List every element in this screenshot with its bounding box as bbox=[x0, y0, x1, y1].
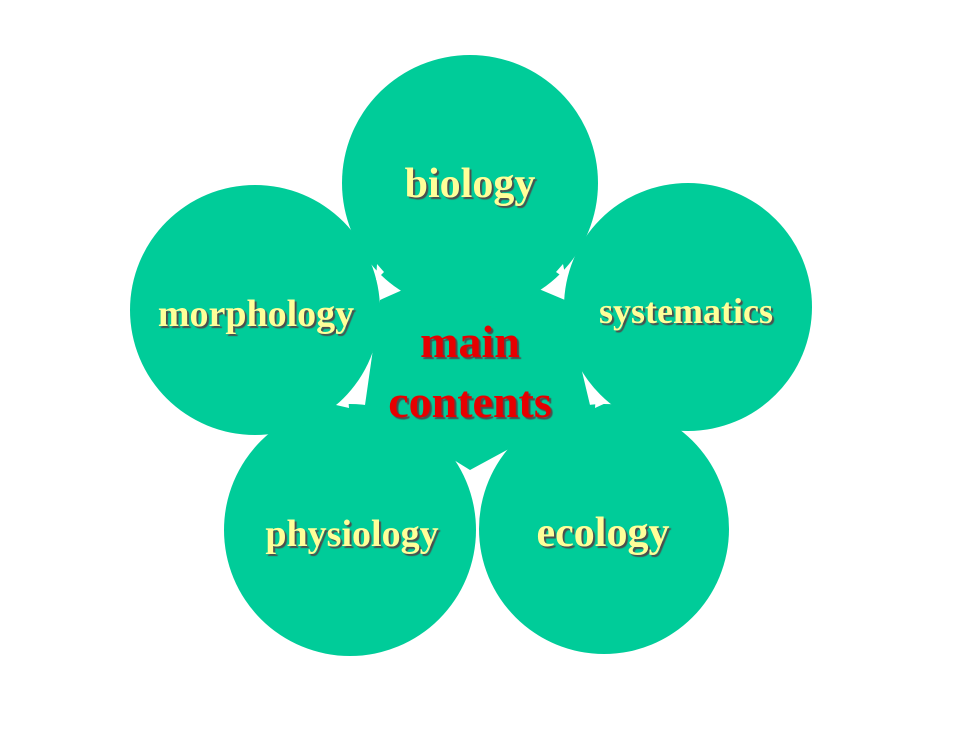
petal-systematics bbox=[564, 183, 812, 431]
notch-top-left bbox=[376, 264, 384, 280]
notch-top-right bbox=[556, 264, 566, 279]
petal-ecology bbox=[479, 404, 729, 654]
center-label-line-1: main bbox=[420, 316, 520, 367]
petal-physiology bbox=[224, 404, 476, 656]
notch-left bbox=[336, 396, 349, 408]
notch-right bbox=[595, 394, 608, 408]
center-label-line-2: contents bbox=[388, 376, 552, 427]
notch-bottom bbox=[472, 478, 486, 492]
petal-label-physiology: physiology bbox=[265, 513, 438, 555]
petal-label-biology: biology bbox=[405, 161, 536, 207]
petal-label-systematics: systematics bbox=[599, 291, 773, 331]
petal-biology bbox=[342, 55, 598, 311]
petal-label-ecology: ecology bbox=[537, 510, 670, 556]
petal-label-morphology: morphology bbox=[158, 293, 354, 335]
center-hub bbox=[365, 260, 590, 470]
petal-morphology bbox=[130, 185, 380, 435]
